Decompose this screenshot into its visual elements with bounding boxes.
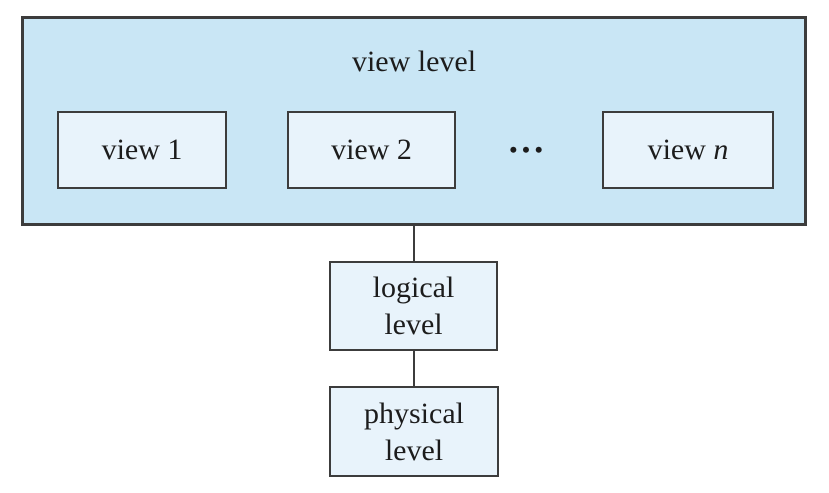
- view-2-label: view 2: [331, 133, 412, 166]
- logical-level-label-line1: logical: [372, 271, 455, 304]
- logical-level-box: logical level: [329, 261, 498, 351]
- view-level-box: view level view 1 view 2 ••• view n: [21, 16, 807, 226]
- view-n-label-prefix: view: [647, 133, 714, 166]
- view-level-label: view level: [351, 45, 477, 78]
- view-n-label-variable: n: [713, 133, 729, 166]
- view-n-box: view n: [602, 111, 774, 189]
- logical-level-label-line2: level: [384, 308, 443, 341]
- physical-level-label-line2: level: [384, 433, 444, 467]
- physical-level-label-line1: physical: [364, 396, 464, 430]
- ellipsis: •••: [509, 137, 548, 162]
- connector-view-to-logical: [413, 226, 415, 261]
- view-1-box: view 1: [57, 111, 227, 189]
- connector-logical-to-physical: [413, 351, 415, 386]
- view-2-box: view 2: [287, 111, 456, 189]
- physical-level-box: physical level: [329, 386, 499, 477]
- view-1-label: view 1: [101, 133, 183, 166]
